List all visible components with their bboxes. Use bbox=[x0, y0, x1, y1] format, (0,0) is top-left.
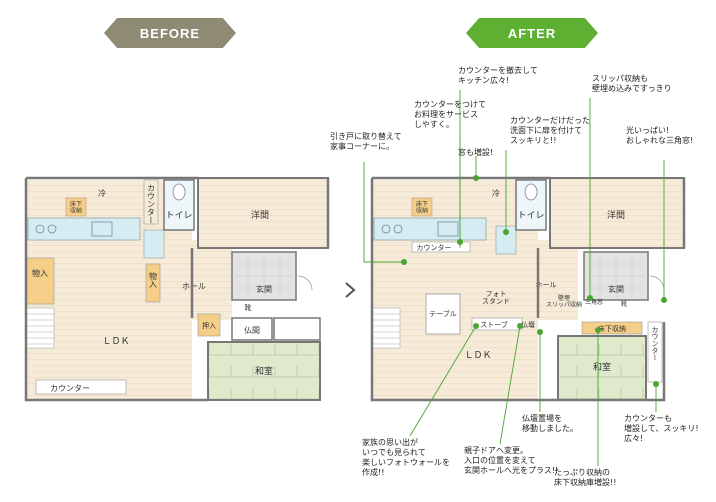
toilet-label-after: トイレ bbox=[517, 211, 544, 221]
storage-left-label: 物入 bbox=[32, 268, 48, 278]
table-label: テーブル bbox=[429, 309, 457, 318]
triangle-window-label: 三角窓 bbox=[585, 298, 603, 306]
annotation-photo-wall: 家族の思い出が いつでも見られて 楽しいフォトウォールを 作成!! bbox=[362, 438, 450, 477]
floor-plan-after: カウンター 床下収納 冷 トイレ 洋間 テーブル フォトスタンド ストーブ 仏壇… bbox=[370, 176, 686, 402]
annotation-altar-moved: 仏壇置場を 移動しました。 bbox=[522, 414, 578, 433]
underfloor-label: 床下収納 bbox=[70, 200, 82, 215]
shoes-label-after: 靴 bbox=[621, 300, 627, 308]
hall-label: ホール bbox=[182, 282, 206, 291]
before-banner: BEFORE bbox=[104, 18, 236, 48]
photo-stand-label: フォトスタンド bbox=[482, 290, 510, 306]
annotation-remove-counter: カウンターを撤去して キッチン広々! bbox=[458, 66, 538, 85]
underfloor-label-after: 床下収納 bbox=[416, 200, 428, 215]
underfloor-storage-label: 床下収納 bbox=[598, 324, 626, 333]
after-banner: AFTER bbox=[466, 18, 598, 48]
counter-vertical-label-after: カウンター bbox=[651, 326, 659, 361]
western-label-after: 洋間 bbox=[607, 209, 625, 221]
annotation-wash-door: カウンターだけだった 洗面下に扉を付けて スッキリと!! bbox=[510, 116, 590, 145]
counter-vertical-label: カウンター bbox=[147, 184, 156, 224]
counter-bottom-label: カウンター bbox=[50, 384, 90, 393]
altar-label: 仏壇 bbox=[521, 320, 535, 329]
toilet-label: トイレ bbox=[165, 211, 192, 221]
shoes-label: 靴 bbox=[245, 303, 252, 312]
washitsu-label-after: 和室 bbox=[593, 361, 611, 373]
buddhist-label: 仏間 bbox=[244, 326, 260, 335]
western-label: 洋間 bbox=[251, 209, 269, 221]
fridge-label: 冷 bbox=[98, 188, 106, 198]
chevron-right-icon bbox=[345, 282, 356, 298]
counter-kitchen-label: カウンター bbox=[417, 243, 452, 252]
washitsu-label: 和室 bbox=[255, 365, 273, 377]
annotation-serve-counter: カウンターをつけて お料理をサービス しやすく。 bbox=[414, 100, 486, 129]
annotation-counter-added: カウンターも 増設して、スッキリ! 広々! bbox=[624, 414, 699, 443]
slipper-label: 壁埋スリッパ収納 bbox=[546, 294, 582, 309]
annotation-window-added: 窓も増設! bbox=[458, 148, 494, 157]
storage-push-label: 押入 bbox=[202, 321, 216, 330]
floor-plan-before: 床下収納 冷 カウンター トイレ 洋間 物入 物入 ホール 玄関 靴 押入 仏間… bbox=[24, 176, 330, 402]
annotation-sliding-door: 引き戸に取り替えて 家事コーナーに。 bbox=[330, 132, 402, 151]
annotation-slipper-storage: スリッパ収納も 壁埋め込みですっきり bbox=[592, 74, 672, 93]
annotation-light: 光いっぱい! おしゃれな三角窓! bbox=[626, 126, 694, 145]
fridge-label-after: 冷 bbox=[492, 188, 500, 198]
annotation-door-change: 親子ドアへ変更。 入口の位置を変えて 玄関ホールへ光をプラス!! bbox=[464, 446, 559, 475]
stove-label: ストーブ bbox=[480, 320, 508, 329]
hall-label-after: ホール bbox=[536, 281, 557, 289]
annotation-underfloor-big: たっぷり収納の 床下収納庫増設!! bbox=[554, 468, 617, 487]
ldk-label: ＬＤＫ bbox=[102, 337, 129, 347]
storage-hall-label: 物入 bbox=[149, 271, 158, 288]
entrance-label: 玄関 bbox=[256, 284, 272, 294]
entrance-label-after: 玄関 bbox=[608, 284, 624, 294]
ldk-label-after: ＬＤＫ bbox=[464, 351, 491, 361]
